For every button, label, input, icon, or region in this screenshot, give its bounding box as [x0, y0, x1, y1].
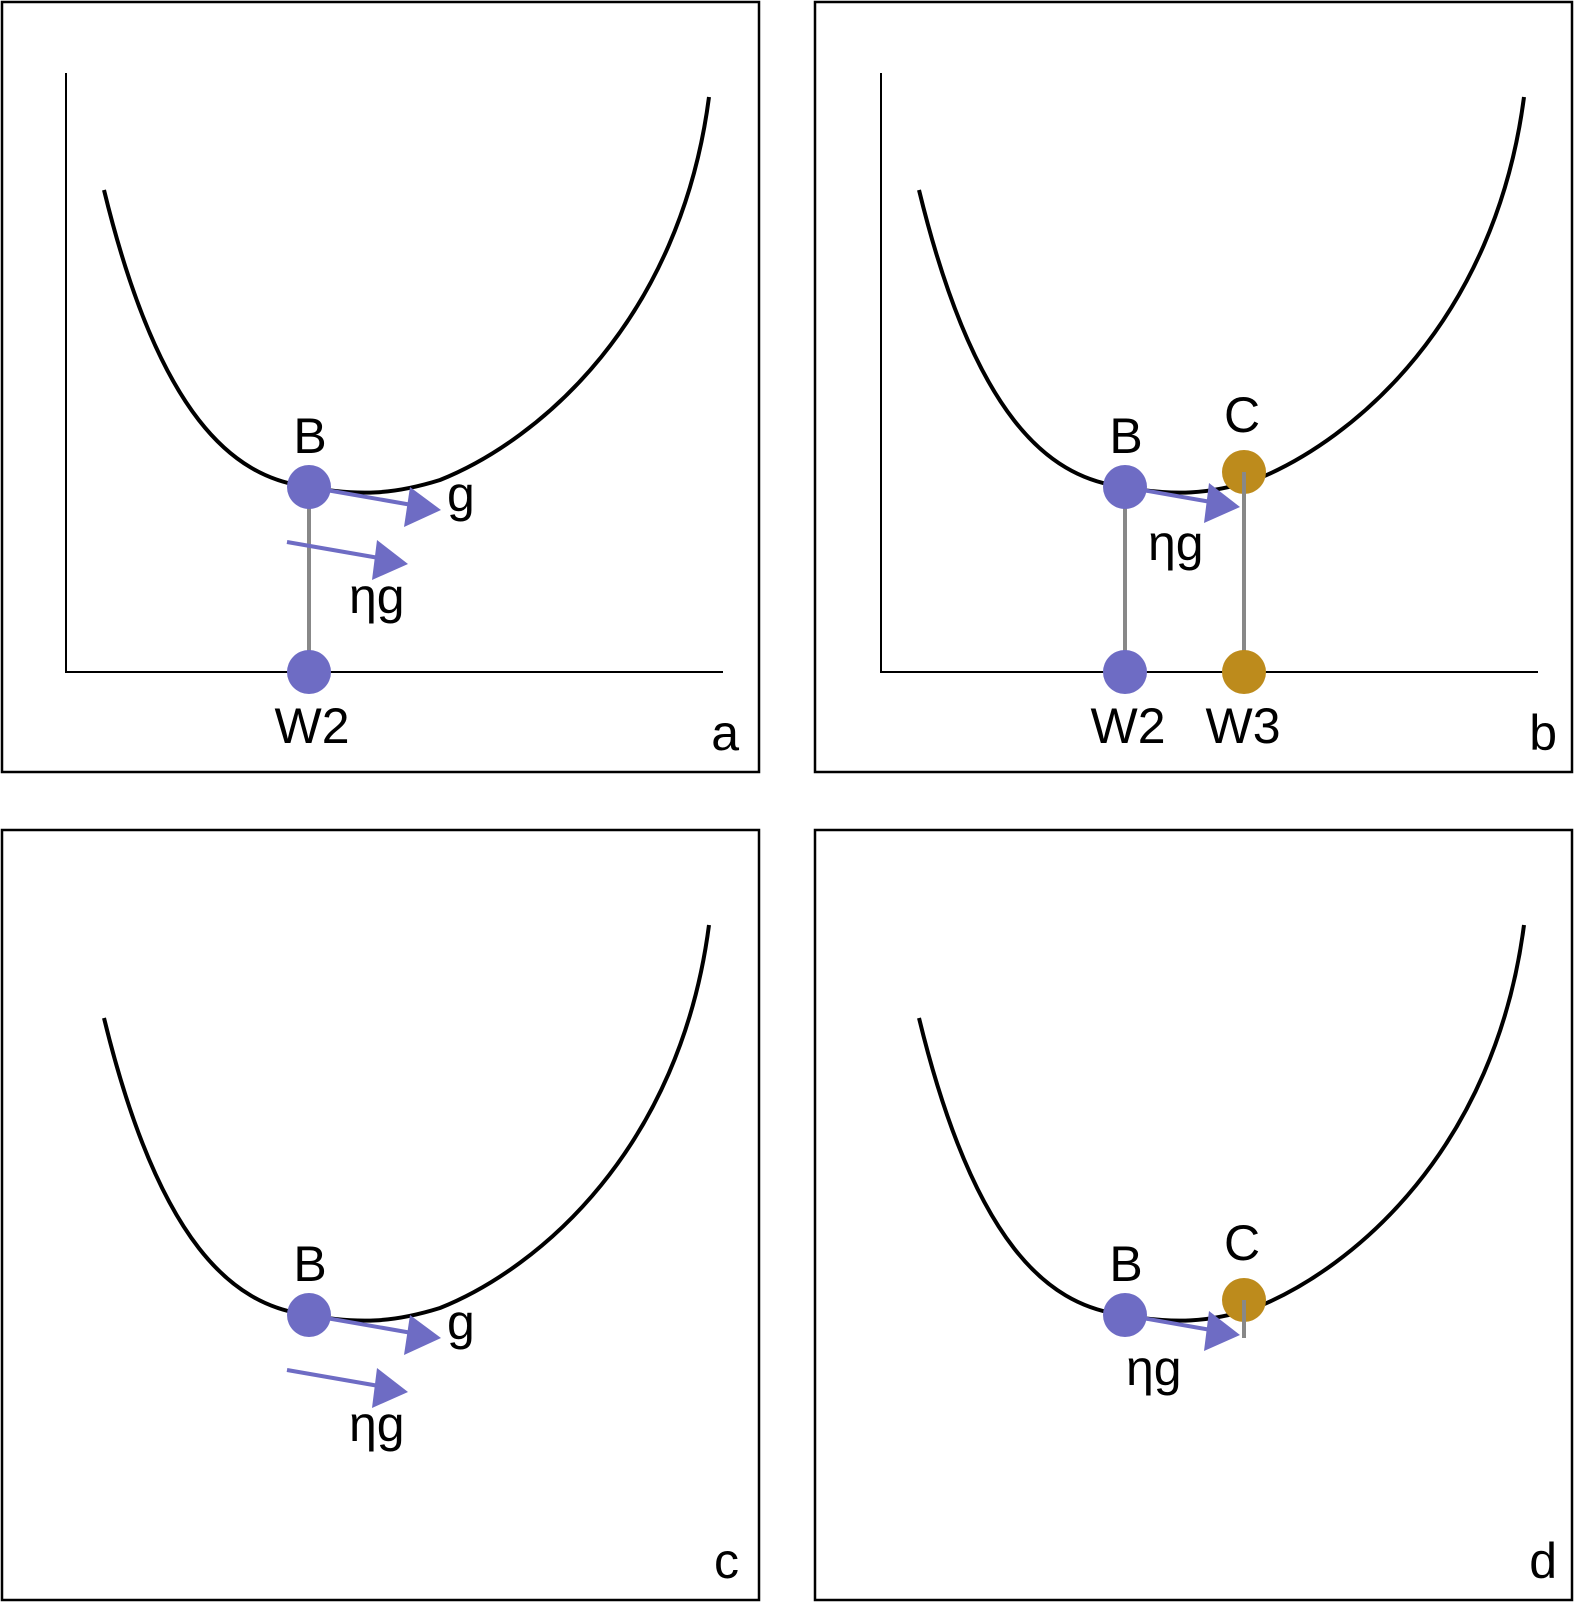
- panel-d-label-b: B: [1109, 1236, 1142, 1292]
- panel-a-letter: a: [711, 705, 739, 761]
- panel-d-letter: d: [1529, 1533, 1557, 1589]
- panel-b-axes: [880, 73, 1538, 673]
- panel-d-frame: [813, 828, 1574, 1602]
- panel-a-axes: [65, 73, 723, 673]
- panel-d-label-step: ηg: [1126, 1340, 1182, 1396]
- panel-d-point-b: [1103, 1293, 1147, 1337]
- panel-b-point-w2: [1103, 650, 1147, 694]
- panel-a-label-b: B: [293, 408, 326, 464]
- panel-a-point-w2: [287, 650, 331, 694]
- panel-a-label-step: ηg: [349, 568, 405, 624]
- panel-b-label-w3: W3: [1206, 698, 1281, 754]
- panel-b: B C ηg W2 W3 b: [813, 0, 1574, 774]
- panel-a-step-arrow: [286, 540, 408, 580]
- panel-c-step-arrow: [286, 1368, 408, 1408]
- panel-b-frame: [813, 0, 1574, 774]
- panel-c-point-b: [287, 1293, 331, 1337]
- panel-a-label-w2: W2: [275, 698, 350, 754]
- panel-c-label-step: ηg: [349, 1396, 405, 1452]
- panel-b-point-w3: [1222, 650, 1266, 694]
- panel-c-label-g: g: [447, 1294, 475, 1350]
- panel-b-letter: b: [1529, 705, 1557, 761]
- panel-d-label-c: C: [1224, 1215, 1260, 1271]
- panel-b-label-step: ηg: [1148, 515, 1204, 571]
- panel-a-label-g: g: [447, 466, 475, 522]
- panel-b-label-b: B: [1109, 408, 1142, 464]
- panel-d: B C ηg d: [813, 828, 1574, 1602]
- panel-c-label-b: B: [293, 1236, 326, 1292]
- panel-c-frame: [0, 828, 761, 1602]
- panel-a: B g ηg W2 a: [0, 0, 761, 774]
- panel-b-point-b: [1103, 465, 1147, 509]
- panel-a-frame: [0, 0, 761, 774]
- panel-c-letter: c: [714, 1533, 739, 1589]
- panel-c: B g ηg c: [0, 828, 761, 1602]
- panel-b-label-c: C: [1224, 387, 1260, 443]
- panel-a-point-b: [287, 465, 331, 509]
- panel-b-label-w2: W2: [1091, 698, 1166, 754]
